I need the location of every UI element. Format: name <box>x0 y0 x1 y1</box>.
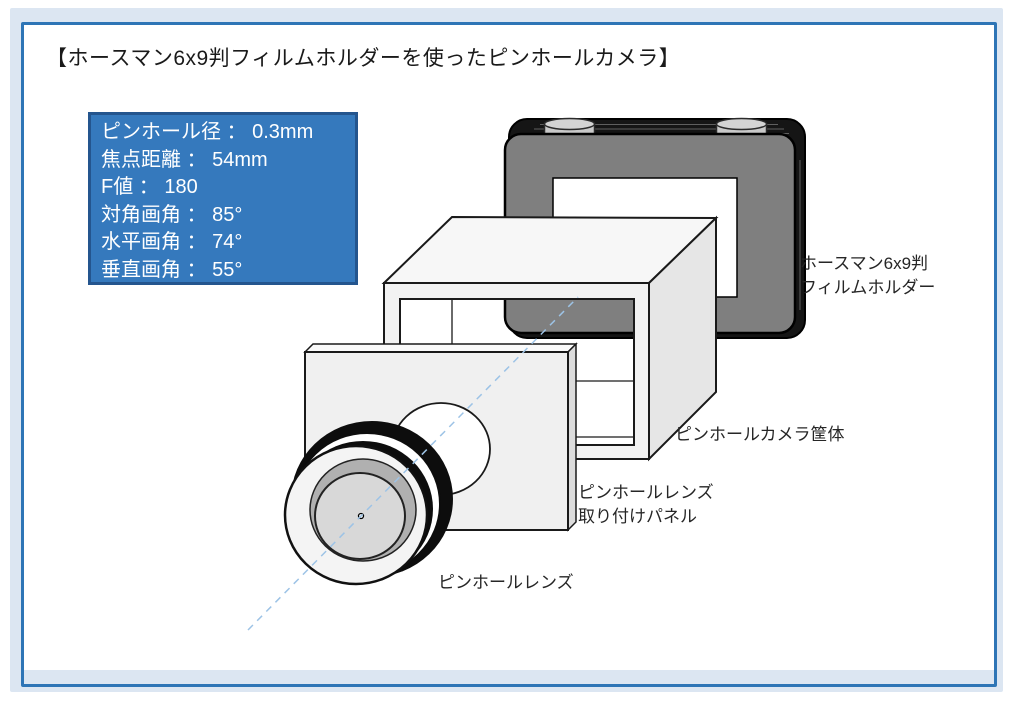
panel-right-edge <box>567 342 577 532</box>
spec-box: ピンホール径 ： 0.3mm 焦点距離 ： 54mm F値 ： 180 対角画角… <box>88 112 358 285</box>
spec-line-f-number: F値 ： 180 <box>101 176 198 198</box>
camera-body-label: ピンホールカメラ筐体 <box>675 425 845 444</box>
page-title: 【ホースマン6x9判フィルムホルダーを使ったピンホールカメラ】 <box>46 47 681 70</box>
optical-axis-line <box>247 296 579 631</box>
lens-panel-label: ピンホールレンズ 取り付けパネル <box>578 483 714 526</box>
camera-body <box>381 215 719 462</box>
camera-body-right-face <box>648 215 717 462</box>
camera-body-interior-lines <box>451 299 634 438</box>
spec-line-vertical-angle: 垂直画角 ： 55° <box>101 258 243 281</box>
holder-knob-right-top <box>715 117 768 131</box>
film-holder-label: ホースマン6x9判 フィルムホルダー <box>800 254 936 297</box>
film-holder-stack-layer-lines <box>529 124 801 310</box>
frame-bottom-strip <box>24 670 994 684</box>
spec-line-focal-length: 焦点距離 ： 54mm <box>101 148 268 171</box>
holder-knob-left-top <box>543 117 596 131</box>
spec-line-horizontal-angle: 水平画角 ： 74° <box>101 231 243 253</box>
spec-line-pinhole-diameter: ピンホール径 ： 0.3mm <box>101 121 314 143</box>
panel-top-edge <box>303 343 578 353</box>
spec-line-diagonal-angle: 対角画角 ： 85° <box>101 203 243 226</box>
lens-label: ピンホールレンズ <box>438 573 574 592</box>
